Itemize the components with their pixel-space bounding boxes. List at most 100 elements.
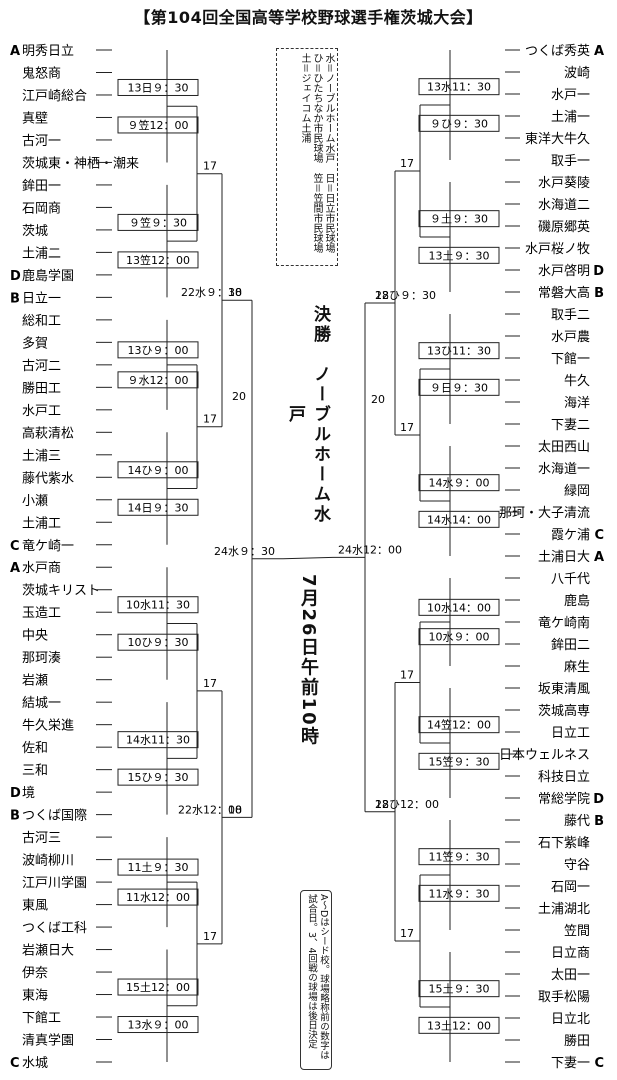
team-seed: C — [594, 528, 604, 543]
team-name: 麻生 — [564, 660, 590, 675]
team-name: 石下紫峰 — [538, 836, 590, 851]
game-box — [418, 598, 500, 616]
round-day: 20 — [232, 390, 246, 403]
team-name: 茨城 — [22, 224, 48, 239]
team-seed: B — [10, 291, 20, 306]
game-label: 11水９：30 — [429, 887, 490, 900]
team-name: 石岡一 — [551, 880, 590, 895]
team-name: 那珂湊 — [22, 651, 61, 666]
game-box — [418, 114, 500, 132]
seed-note: A～Dはシード校。球場略称前の数字は試合日。3、4回戦の球場は後日決定 — [300, 890, 332, 1070]
team-name: 牛久 — [564, 374, 590, 389]
team-name: 海洋 — [564, 396, 590, 411]
game-label: 11土９：30 — [128, 861, 189, 874]
team-name: 緑岡 — [564, 484, 590, 499]
team-name: 下館工 — [22, 1011, 61, 1026]
team-seed: C — [10, 539, 20, 554]
game-label: 14水14：00 — [427, 513, 491, 526]
team-seed: D — [10, 786, 21, 801]
game-box — [418, 474, 500, 492]
team-name: 多賀 — [22, 335, 48, 351]
final-info: 決勝 ノーブルホーム水戸 7月26日午前10時 — [283, 300, 333, 760]
team-name: 東海 — [22, 988, 48, 1004]
team-name: 古河三 — [22, 831, 61, 846]
game-label: 10ひ９：30 — [128, 636, 189, 649]
game-label: 11水12：00 — [126, 891, 190, 904]
team-name: 水戸商 — [22, 561, 61, 576]
game-box — [418, 78, 500, 96]
team-seed: C — [10, 1056, 20, 1071]
team-name: 八千代 — [551, 572, 590, 587]
team-name: 取手一 — [551, 154, 590, 169]
game-label: 13土９：30 — [429, 249, 490, 262]
game-box — [418, 980, 500, 998]
team-name: 波崎柳川 — [22, 854, 74, 869]
round-day: 18 — [375, 798, 389, 811]
team-name: 鹿島 — [564, 593, 590, 609]
game-box — [117, 596, 199, 614]
game-label: 14水９：00 — [429, 477, 490, 490]
qf-label: 22水９：30 — [181, 286, 242, 299]
team-name: 明秀日立 — [22, 44, 74, 59]
game-label: 13ひ９：00 — [128, 344, 189, 357]
game-box — [418, 752, 500, 770]
team-name: 太田一 — [551, 968, 590, 983]
game-label: 15ひ９：30 — [128, 771, 189, 784]
team-seed: A — [10, 44, 20, 59]
game-label: ９日９：30 — [430, 381, 488, 394]
game-box — [117, 78, 199, 96]
team-seed: D — [593, 264, 604, 279]
team-name: 下妻二 — [551, 418, 590, 433]
team-name: 勝田工 — [22, 381, 61, 396]
team-name: 下妻一 — [551, 1056, 590, 1071]
team-seed: A — [10, 561, 20, 576]
team-seed: D — [593, 792, 604, 807]
team-name: 中央 — [22, 629, 48, 644]
game-label: 11笠９：30 — [429, 850, 490, 864]
game-box — [117, 461, 199, 479]
team-name: 鹿島学園 — [22, 268, 74, 284]
team-seed: A — [594, 550, 604, 565]
team-name: 太田西山 — [538, 440, 590, 455]
round-day: 18 — [375, 289, 389, 302]
game-label: 10水11：30 — [126, 599, 190, 612]
game-box — [117, 116, 199, 134]
team-name: 土浦湖北 — [538, 902, 590, 917]
game-label: 14水11：30 — [126, 734, 190, 747]
team-name: 那珂・大子清流 — [499, 506, 590, 521]
team-name: 真壁 — [22, 111, 48, 126]
team-name: 常総学院 — [538, 791, 590, 807]
team-name: 玉造工 — [22, 606, 61, 621]
game-label: 13水11：30 — [427, 81, 491, 94]
team-seed: C — [594, 1056, 604, 1071]
team-name: 石岡商 — [22, 201, 61, 216]
game-box — [117, 888, 199, 906]
game-box — [117, 768, 199, 786]
game-box — [117, 341, 199, 359]
round-day: 18 — [228, 803, 242, 816]
round-day: 20 — [371, 393, 385, 406]
team-name: 日立北 — [551, 1012, 590, 1027]
team-name: 竜ケ崎一 — [22, 539, 74, 554]
seed-note-text: A～Dはシード校。球場略称前の数字は試合日。3、4回戦の球場は後日決定 — [306, 894, 329, 1060]
team-name: 結城一 — [22, 696, 61, 711]
team-name: 総和工 — [22, 314, 61, 329]
team-name: 水海道一 — [538, 462, 590, 477]
game-label: ９ひ９：30 — [430, 117, 488, 130]
team-name: 三和 — [22, 764, 48, 779]
game-label: ９土９：30 — [430, 213, 488, 226]
team-name: 藤代 — [564, 814, 590, 829]
team-name: 笠間 — [564, 924, 590, 939]
game-label: ９水12：00 — [128, 374, 189, 387]
team-name: 東風 — [22, 898, 48, 914]
team-name: 茨城キリスト — [22, 584, 100, 599]
game-box — [418, 848, 500, 866]
team-name: 小瀬 — [22, 494, 48, 509]
final-connector — [282, 556, 334, 560]
team-name: 茨城東・神栖・潮来 — [22, 155, 139, 171]
game-label: ９笠12：00 — [128, 118, 189, 132]
team-name: 下館一 — [551, 352, 590, 367]
team-name: 坂東清風 — [538, 681, 590, 697]
team-seed: D — [10, 269, 21, 284]
